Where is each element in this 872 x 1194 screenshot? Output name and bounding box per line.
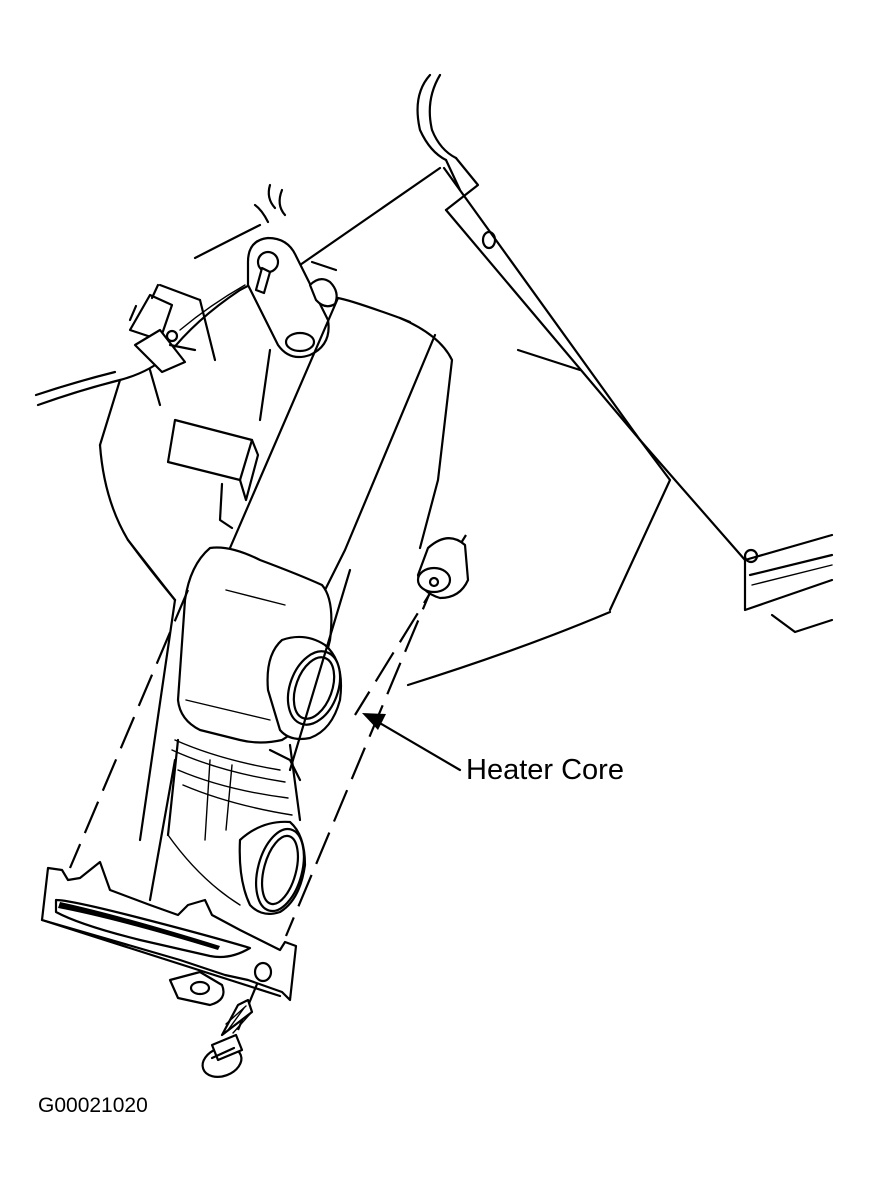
heater-core-callout-label: Heater Core	[466, 754, 624, 786]
control-cable	[34, 276, 267, 407]
screw	[201, 998, 254, 1078]
door-lever	[193, 183, 338, 359]
mounting-bracket	[40, 860, 298, 1007]
heater-core	[138, 296, 454, 915]
left-housing	[98, 283, 272, 602]
figure-id-label: G00021020	[38, 1094, 148, 1117]
grommet	[416, 537, 470, 600]
callout-arrow	[362, 713, 462, 772]
hvac-housing	[298, 73, 834, 687]
